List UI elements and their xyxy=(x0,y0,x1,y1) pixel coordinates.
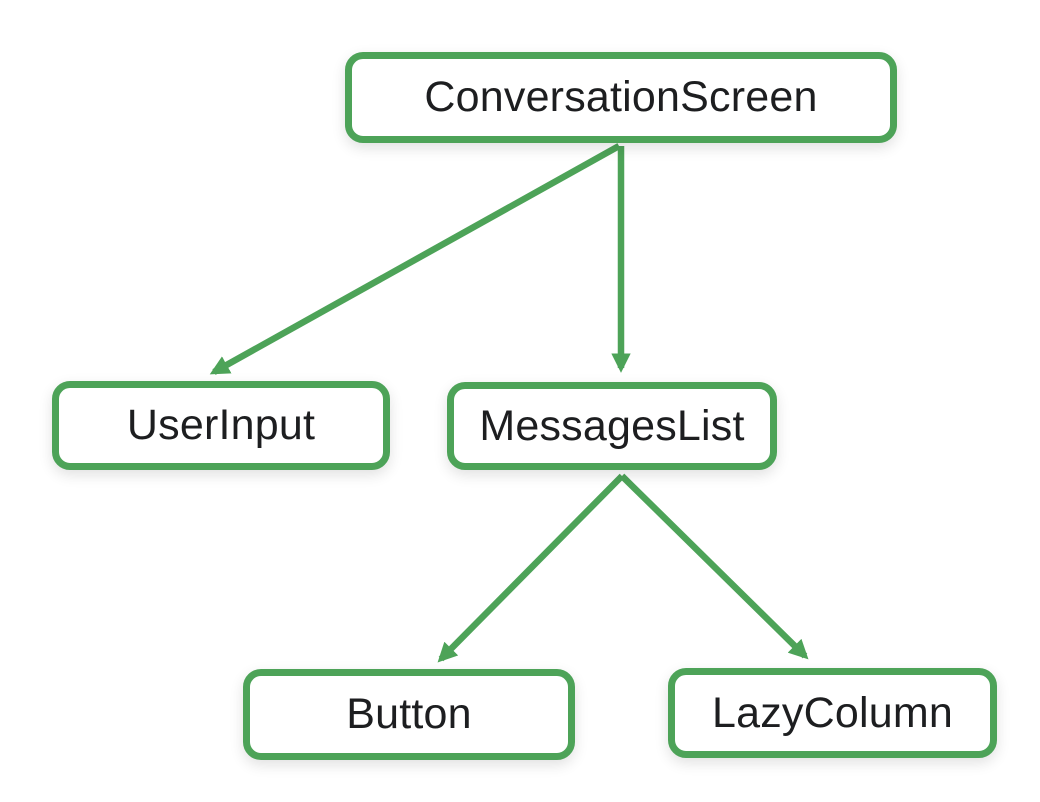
node-user-input-label: UserInput xyxy=(126,401,316,449)
edge-messageslist-lazycolumn xyxy=(619,473,809,660)
node-button-label: Button xyxy=(346,690,472,738)
node-conversation-screen-label: ConversationScreen xyxy=(424,73,818,121)
node-messages-list-label: MessagesList xyxy=(479,401,745,450)
edge-conversationscreen-userinput xyxy=(209,143,621,375)
node-user-input: UserInput xyxy=(52,381,390,470)
node-button: Button xyxy=(243,669,575,760)
node-conversation-screen: ConversationScreen xyxy=(345,52,897,143)
node-lazy-column-label: LazyColumn xyxy=(712,688,953,737)
node-messages-list: MessagesList xyxy=(447,382,777,470)
edge-messageslist-button xyxy=(437,473,625,663)
node-lazy-column: LazyColumn xyxy=(668,668,997,758)
